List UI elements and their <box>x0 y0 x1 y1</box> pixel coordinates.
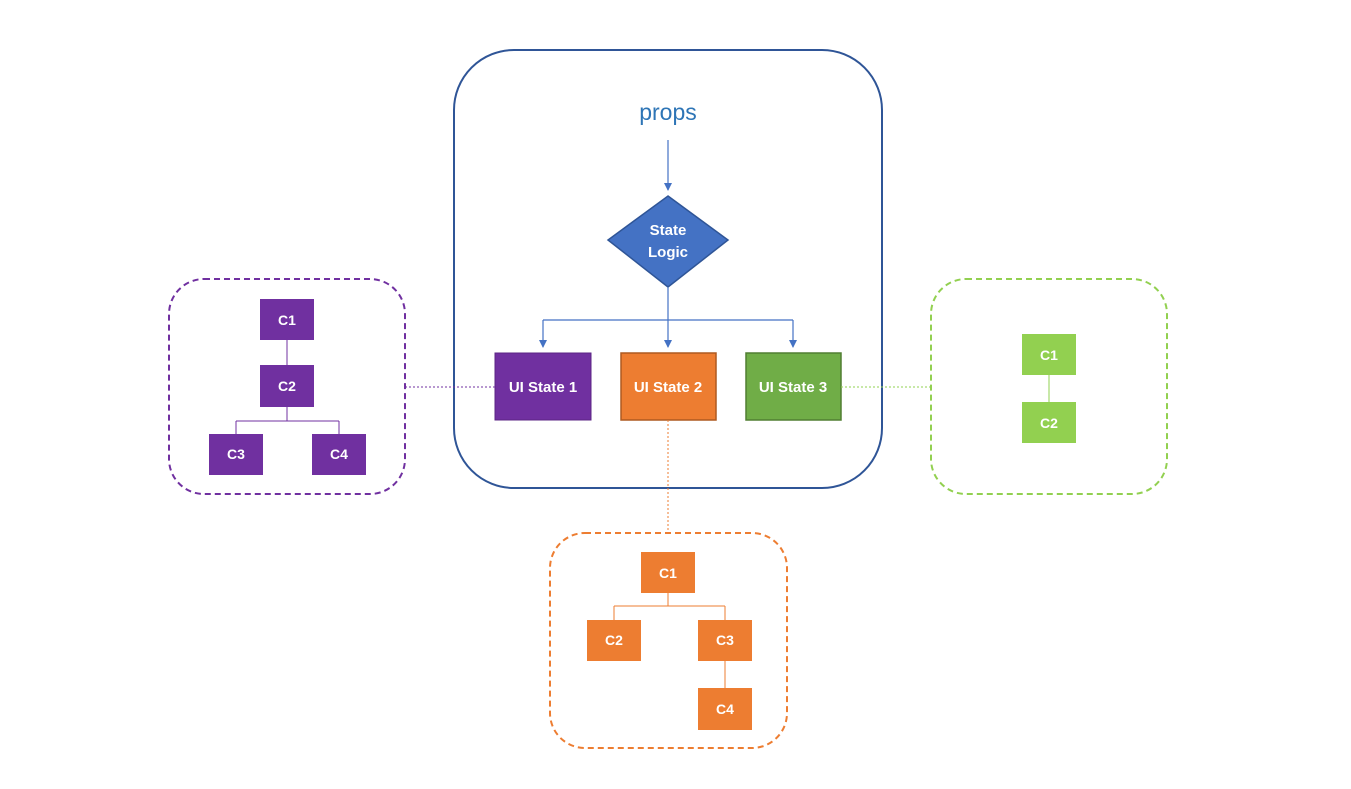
orange-node-c2 <box>587 620 641 661</box>
purple-node-c4-label: C4 <box>330 446 348 462</box>
green-node-c2-label: C2 <box>1040 415 1058 431</box>
orange-node-c3-label: C3 <box>716 632 734 648</box>
orange-node-c2-label: C2 <box>605 632 623 648</box>
orange-tree-frame <box>549 532 788 749</box>
green-node-c2 <box>1022 402 1076 443</box>
purple-node-c2 <box>260 365 314 407</box>
purple-node-c3 <box>209 434 263 475</box>
props-label: props <box>639 99 697 125</box>
purple-node-c2-label: C2 <box>278 378 296 394</box>
orange-node-c1-label: C1 <box>659 565 677 581</box>
ui-state-2-box <box>620 352 717 421</box>
orange-node-c1 <box>641 552 695 593</box>
green-tree-frame <box>930 278 1168 495</box>
ui-state-3-box <box>745 352 842 421</box>
orange-node-c4 <box>698 688 752 730</box>
green-node-c1-label: C1 <box>1040 347 1058 363</box>
purple-node-c1-label: C1 <box>278 312 296 328</box>
purple-node-c3-label: C3 <box>227 446 245 462</box>
state-logic-label-line2: Logic <box>648 244 688 261</box>
purple-node-c1 <box>260 299 314 340</box>
purple-tree-frame <box>168 278 406 495</box>
green-node-c1 <box>1022 334 1076 375</box>
state-logic-diamond <box>606 195 730 288</box>
ui-state-2-label: UI State 2 <box>634 379 702 396</box>
state-logic-label-line1: State <box>650 222 687 239</box>
orange-node-c3 <box>698 620 752 661</box>
purple-node-c4 <box>312 434 366 475</box>
orange-node-c4-label: C4 <box>716 701 734 717</box>
ui-state-1-label: UI State 1 <box>509 379 577 396</box>
ui-state-1-box <box>494 352 592 421</box>
ui-state-3-label: UI State 3 <box>759 379 827 396</box>
